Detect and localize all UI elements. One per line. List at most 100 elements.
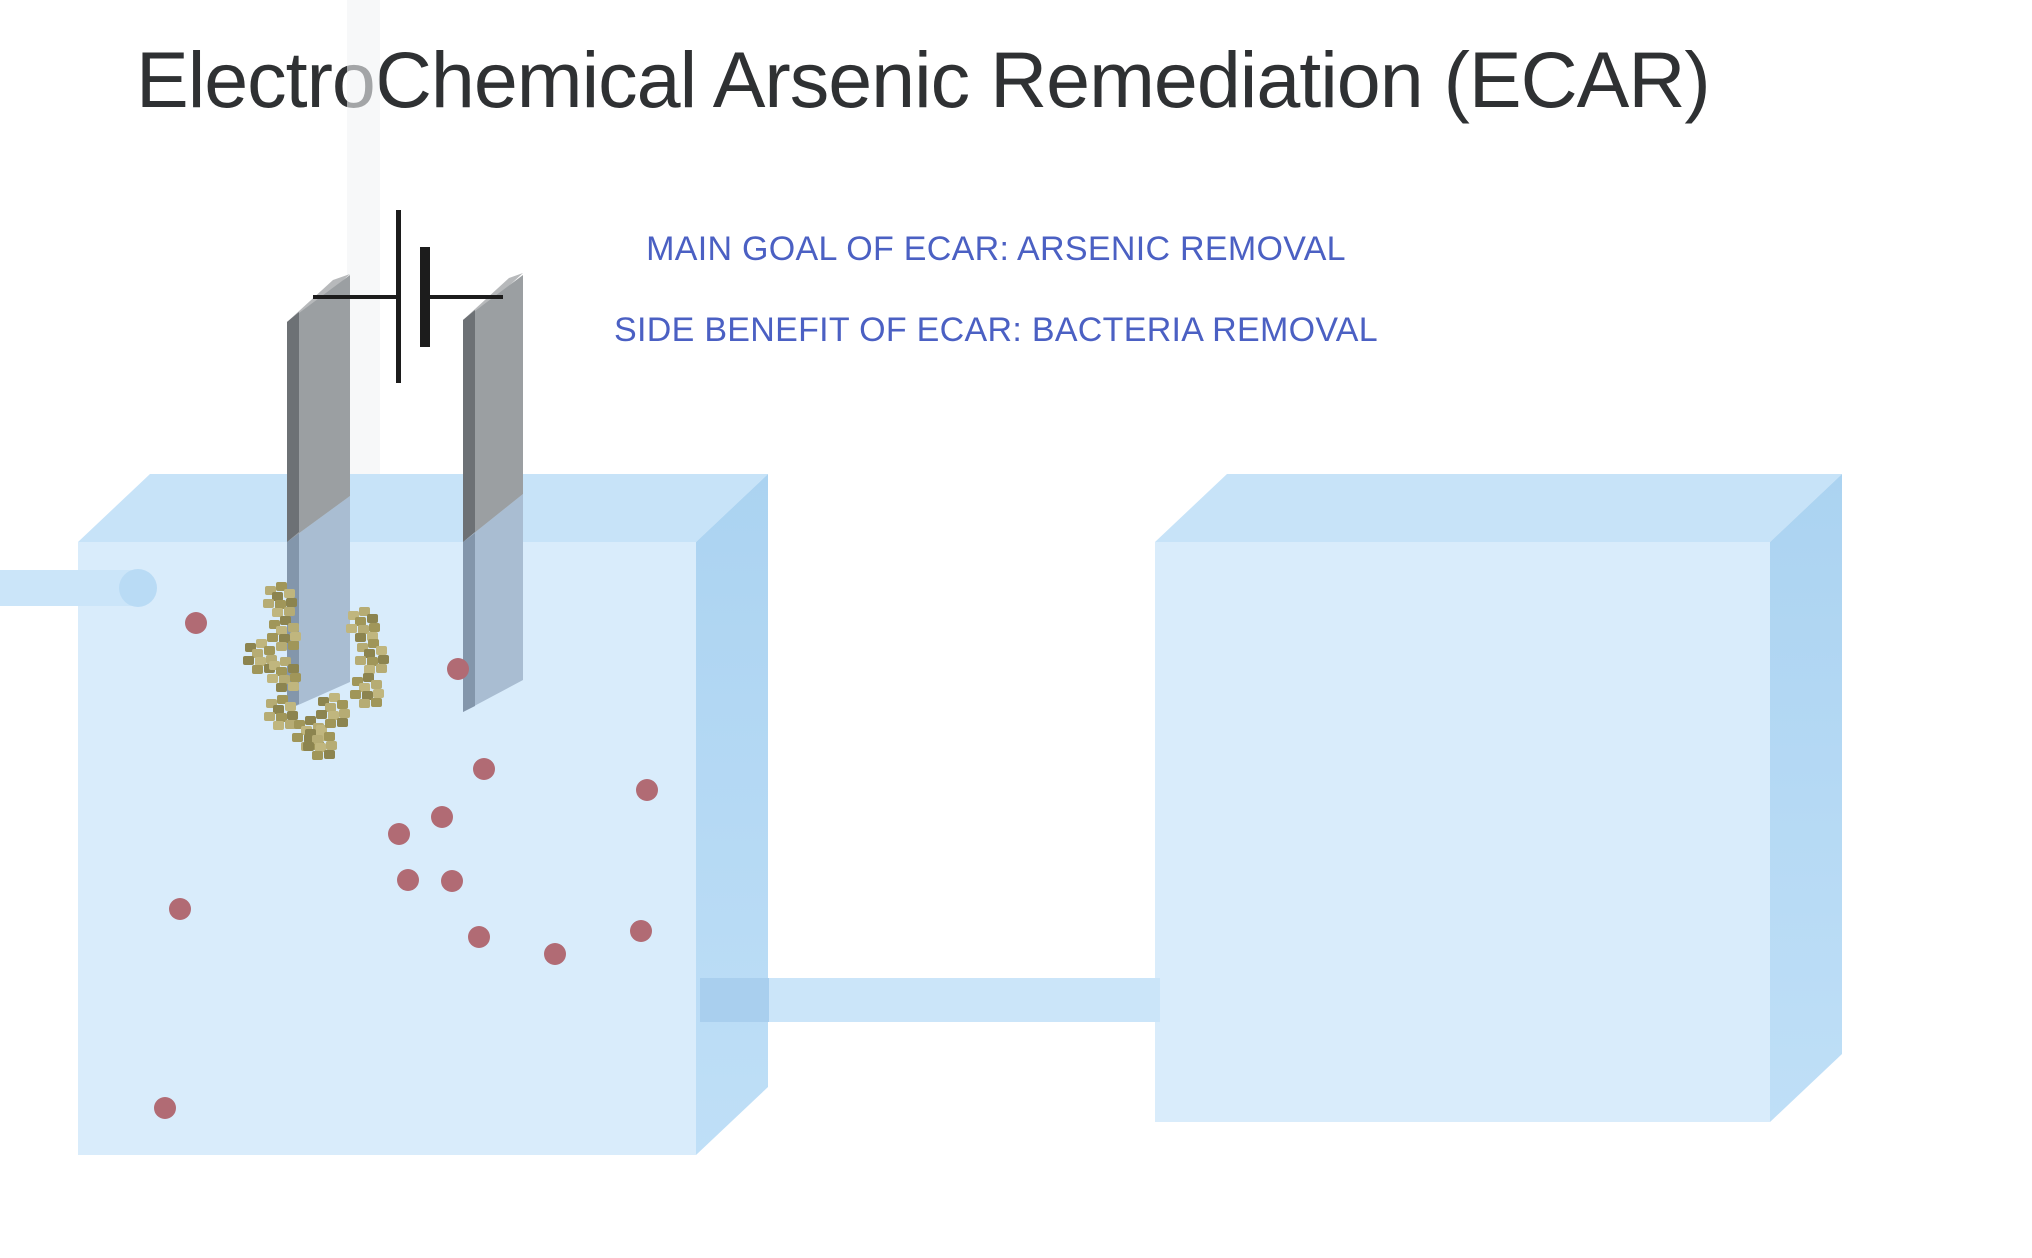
inlet-pipe-cap bbox=[119, 569, 157, 607]
floc-grain bbox=[376, 664, 387, 673]
right-electrode-submerged-edge bbox=[463, 533, 475, 712]
bacteria-dot bbox=[441, 870, 463, 892]
bacteria-dot bbox=[630, 920, 652, 942]
floc-grain bbox=[362, 691, 373, 700]
floc-grain bbox=[280, 616, 291, 625]
left-tank bbox=[78, 474, 768, 1155]
right-tank-side-face bbox=[1770, 474, 1842, 1122]
background-band bbox=[347, 0, 380, 474]
circuit bbox=[313, 210, 503, 383]
arsenic-iron-floc bbox=[350, 673, 384, 708]
left-tank-top-face bbox=[78, 474, 768, 542]
floc-grain bbox=[325, 719, 336, 728]
floc-grain bbox=[346, 624, 357, 633]
floc-grain bbox=[276, 683, 287, 692]
floc-grain bbox=[363, 673, 374, 682]
floc-grain bbox=[312, 751, 323, 760]
battery-negative-plate bbox=[420, 247, 430, 347]
floc-grain bbox=[285, 720, 296, 729]
floc-grain bbox=[368, 639, 379, 648]
bacteria-dot bbox=[447, 658, 469, 680]
floc-grain bbox=[339, 709, 350, 718]
floc-grain bbox=[280, 657, 291, 666]
floc-grain bbox=[272, 608, 283, 617]
floc-grain bbox=[288, 623, 299, 632]
arsenic-iron-floc bbox=[263, 582, 297, 617]
floc-grain bbox=[264, 712, 275, 721]
floc-grain bbox=[355, 633, 366, 642]
floc-grain bbox=[358, 625, 369, 634]
transfer-pipe bbox=[700, 978, 1160, 1022]
floc-grain bbox=[328, 711, 339, 720]
floc-grain bbox=[275, 600, 286, 609]
floc-grain bbox=[364, 665, 375, 674]
floc-grain bbox=[276, 626, 287, 635]
arsenic-iron-floc bbox=[267, 657, 301, 692]
floc-grain bbox=[288, 664, 299, 673]
floc-grain bbox=[378, 655, 389, 664]
floc-grain bbox=[286, 598, 297, 607]
floc-grain bbox=[276, 713, 287, 722]
right-electrode-front-face bbox=[463, 275, 523, 542]
right-tank-front-face bbox=[1155, 542, 1770, 1122]
floc-grain bbox=[276, 667, 287, 676]
floc-grain bbox=[373, 689, 384, 698]
annotation-main-goal: MAIN GOAL OF ECAR: ARSENIC REMOVAL bbox=[646, 230, 1346, 268]
floc-grain bbox=[276, 582, 287, 591]
floc-grain bbox=[305, 716, 316, 725]
right-tank-top-face bbox=[1155, 474, 1842, 542]
floc-grain bbox=[376, 646, 387, 655]
floc-grain bbox=[284, 589, 295, 598]
wire-right bbox=[423, 295, 503, 299]
floc-grain bbox=[288, 682, 299, 691]
left-electrode bbox=[287, 274, 350, 542]
left-electrode-front-face bbox=[287, 275, 350, 542]
bacteria-dot bbox=[169, 898, 191, 920]
floc-grain bbox=[267, 674, 278, 683]
floc-grain bbox=[284, 607, 295, 616]
floc-grain bbox=[337, 700, 348, 709]
arsenic-iron-floc bbox=[264, 695, 298, 730]
floc-grain bbox=[359, 607, 370, 616]
floc-grain bbox=[290, 632, 301, 641]
floc-grain bbox=[367, 614, 378, 623]
arsenic-iron-floc bbox=[303, 725, 337, 760]
floc-grain bbox=[303, 742, 314, 751]
floc-grain bbox=[292, 733, 303, 742]
floc-grain bbox=[325, 703, 336, 712]
floc-grain bbox=[367, 657, 378, 666]
floc-grain bbox=[350, 690, 361, 699]
floc-grain bbox=[337, 718, 348, 727]
floc-grain bbox=[273, 705, 284, 714]
floc-grain bbox=[277, 695, 288, 704]
floc-grain bbox=[279, 634, 290, 643]
floc-grain bbox=[267, 633, 278, 642]
inlet-pipe bbox=[0, 569, 157, 607]
left-tank-side-face bbox=[696, 474, 768, 1155]
floc-grain bbox=[279, 675, 290, 684]
floc-grain bbox=[316, 710, 327, 719]
page-title: ElectroChemical Arsenic Remediation (ECA… bbox=[136, 35, 1711, 124]
floc-grain bbox=[326, 741, 337, 750]
floc-grain bbox=[329, 693, 340, 702]
floc-grain bbox=[312, 735, 323, 744]
floc-grain bbox=[263, 599, 274, 608]
floc-grain bbox=[273, 721, 284, 730]
left-tank-front-face bbox=[78, 542, 696, 1155]
floc-grain bbox=[285, 702, 296, 711]
floc-grain bbox=[367, 632, 378, 641]
right-electrode-submerged-body bbox=[463, 494, 523, 712]
floc-grain bbox=[264, 646, 275, 655]
floc-grain bbox=[359, 683, 370, 692]
floc-grain bbox=[255, 657, 266, 666]
bacteria-dot bbox=[473, 758, 495, 780]
floc-grain bbox=[355, 656, 366, 665]
bacteria-dot bbox=[388, 823, 410, 845]
floc-grain bbox=[288, 641, 299, 650]
arsenic-iron-floc bbox=[267, 616, 301, 651]
arsenic-iron-floc-layer bbox=[243, 582, 389, 760]
bacteria-dot bbox=[431, 806, 453, 828]
transfer-pipe-shaded-segment bbox=[700, 978, 769, 1022]
